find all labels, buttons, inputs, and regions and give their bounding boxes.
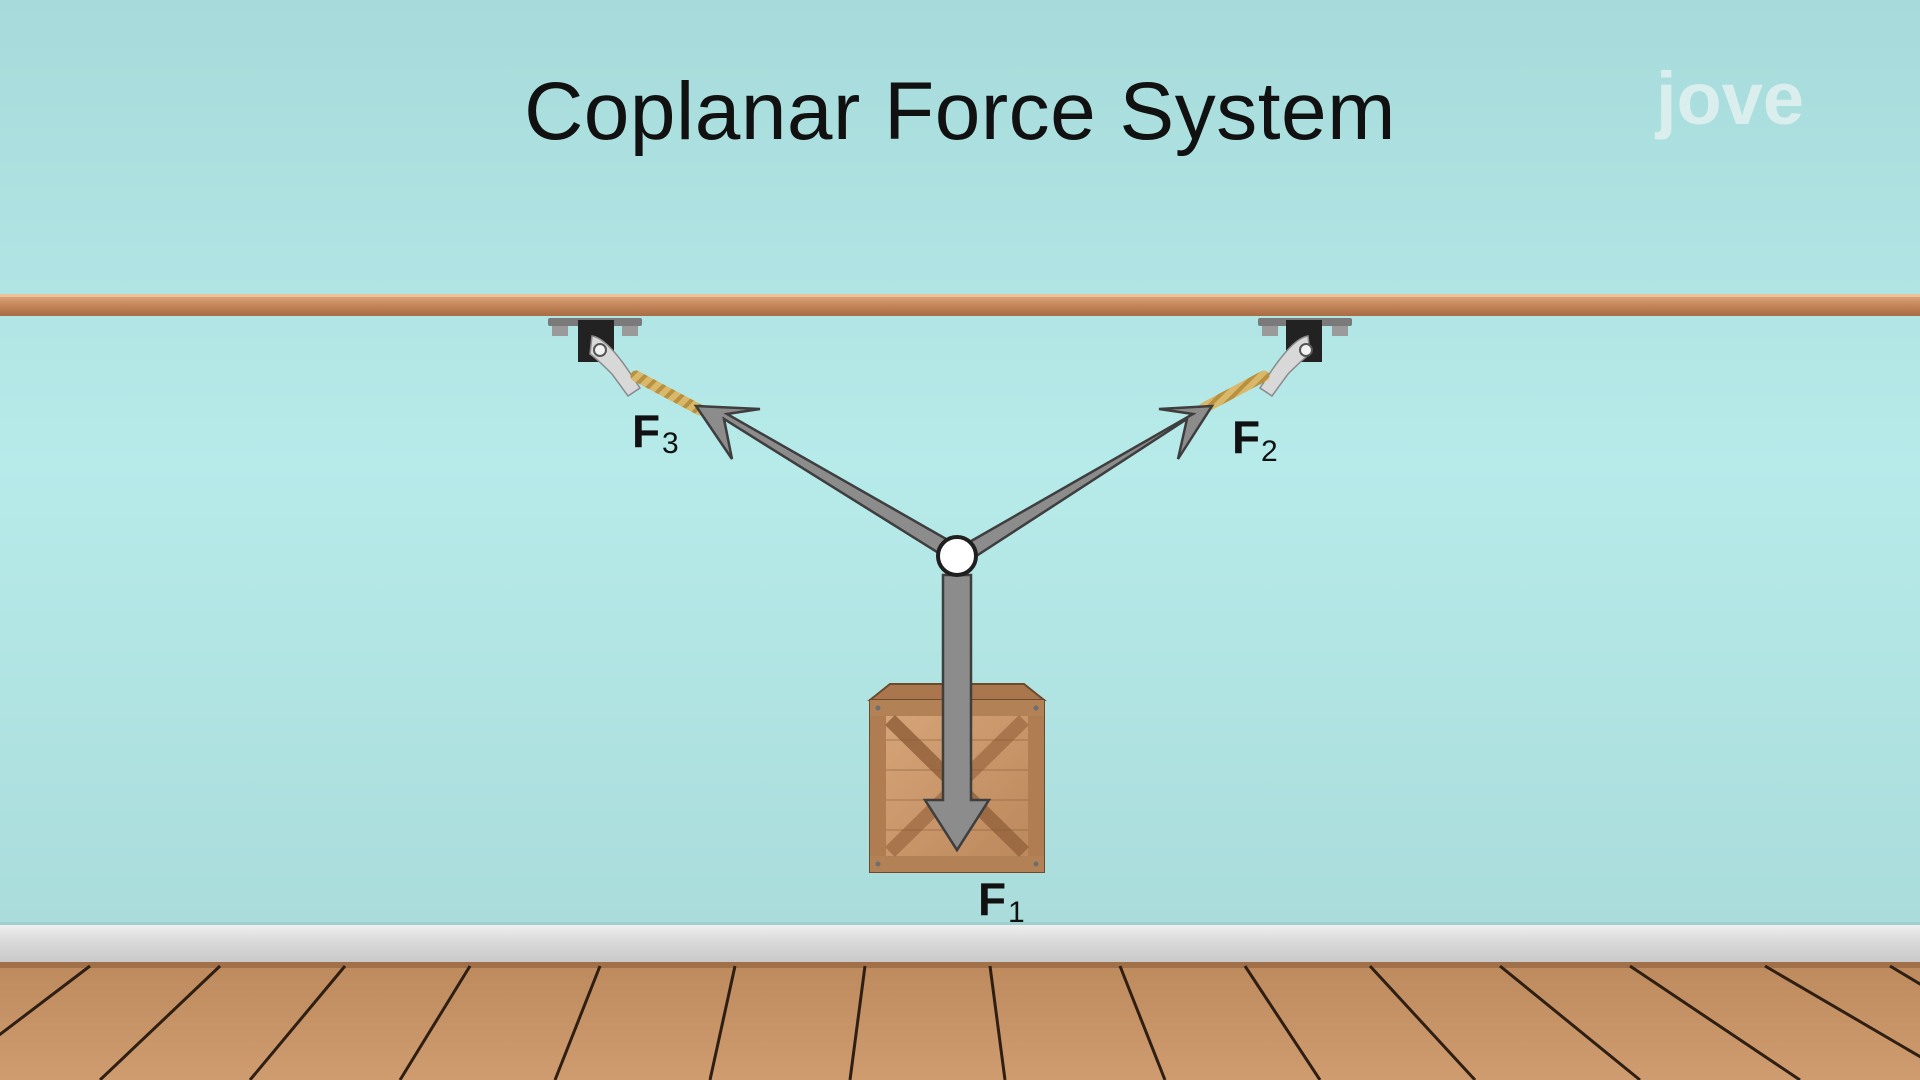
right-bracket [1258, 318, 1352, 398]
wall-rail [0, 294, 1920, 316]
force-arrow-f3 [693, 404, 964, 564]
f3-letter: F [632, 405, 660, 457]
logo-text: jove [1654, 57, 1804, 140]
f3-subscript: 3 [662, 427, 679, 460]
left-bracket [548, 318, 642, 398]
force-arrows [693, 404, 1215, 853]
f1-letter: F [978, 873, 1006, 925]
f2-letter: F [1232, 411, 1260, 463]
force-label-f2: F 2 [1232, 411, 1278, 468]
left-rope [630, 370, 706, 416]
baseboard [0, 922, 1920, 962]
wooden-floor [0, 962, 1920, 1080]
force-label-f1: F 1 [978, 873, 1025, 929]
f1-subscript: 1 [1008, 896, 1025, 929]
jove-logo: jove [1654, 57, 1804, 140]
right-rope [1198, 370, 1270, 414]
force-arrow-f2 [957, 404, 1215, 564]
particle-point [936, 535, 978, 577]
force-label-f3: F 3 [632, 405, 679, 460]
page-title: Coplanar Force System [524, 66, 1396, 157]
f2-subscript: 2 [1261, 435, 1278, 468]
force-arrow-f1 [922, 573, 992, 853]
